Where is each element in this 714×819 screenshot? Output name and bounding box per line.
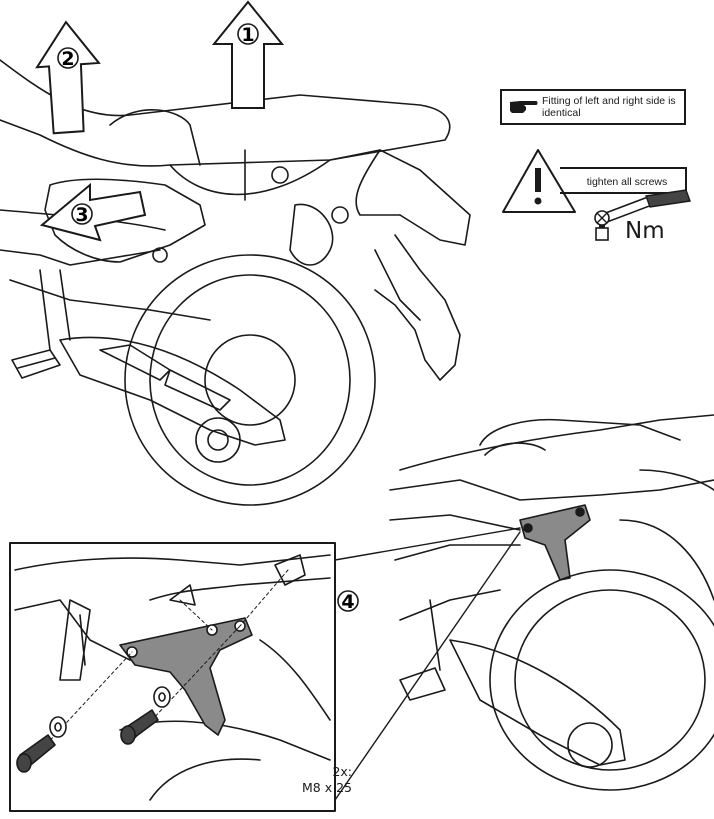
torque-unit-label: Nm [625, 218, 665, 244]
step-number-4: 4 [341, 591, 354, 613]
arrow-up-icon [211, 0, 285, 109]
step-4-label: 4 [337, 590, 359, 613]
pointing-hand-icon [510, 101, 538, 113]
torque-wrench-icon [594, 189, 691, 241]
inset-detail [9, 542, 336, 812]
screw-size: M8 x 25 [302, 780, 352, 795]
warning-text: tighten all screws [586, 176, 668, 188]
callout-line-upper [334, 527, 521, 561]
mirror-note-text: Fitting of left and right side is identi… [542, 95, 676, 119]
callout-line-lower [334, 531, 521, 801]
step-arrow-1: 1 [211, 0, 285, 109]
arrow-left-icon [39, 182, 147, 242]
motorcycle-rear-detail [389, 414, 714, 791]
step-arrow-3: 3 [39, 182, 147, 242]
motorcycle-rear-main [0, 59, 471, 506]
step-arrow-2: 2 [35, 20, 101, 135]
step-number-2: 2 [61, 48, 74, 70]
screw-spec-caption: 2x: M8 x 25 [270, 764, 352, 796]
warning-note [502, 149, 691, 241]
step-number-3: 3 [75, 204, 88, 226]
screw-quantity: 2x: [332, 764, 352, 779]
step-number-1: 1 [241, 24, 254, 46]
arrow-up-icon [35, 20, 101, 135]
mirror-note-box: Fitting of left and right side is identi… [500, 89, 686, 125]
